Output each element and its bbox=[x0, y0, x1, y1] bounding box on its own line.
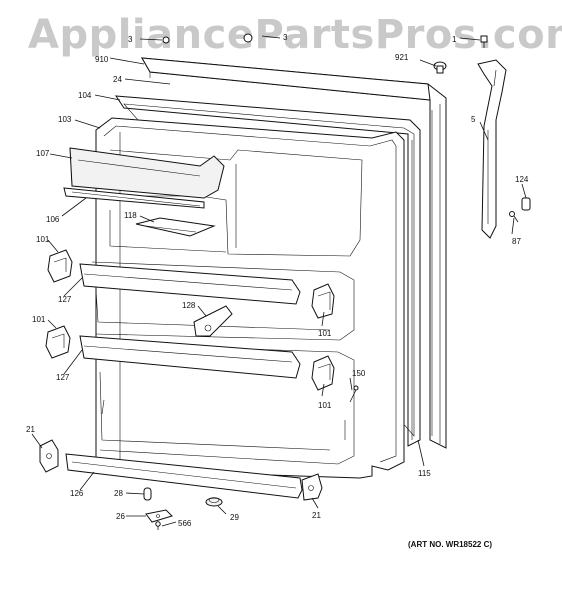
callout-126: 126 bbox=[70, 489, 84, 498]
art-number: (ART NO. WR18522 C) bbox=[408, 540, 493, 549]
screw-3-right bbox=[243, 33, 253, 43]
trim-end-cap-left bbox=[39, 439, 59, 473]
callout-101-upper-right: 101 bbox=[318, 329, 332, 338]
callout-104: 104 bbox=[78, 91, 92, 100]
callout-150: 150 bbox=[352, 369, 366, 378]
outer-door-panel bbox=[141, 57, 447, 449]
leader-lines bbox=[31, 35, 527, 527]
door-shelf-lower bbox=[79, 335, 301, 379]
handle-clip-124 bbox=[521, 197, 531, 211]
callout-21-right: 21 bbox=[312, 511, 321, 520]
screw-150 bbox=[349, 385, 359, 403]
door-stop-28 bbox=[143, 487, 152, 501]
shelf-end-cap-left-lower bbox=[45, 325, 71, 359]
callout-24: 24 bbox=[113, 75, 122, 84]
callout-566: 566 bbox=[178, 519, 192, 528]
bracket-26 bbox=[145, 509, 173, 523]
handle-screw-87 bbox=[509, 211, 519, 223]
shelf-end-cap-left-upper bbox=[47, 249, 73, 283]
egg-tray bbox=[135, 217, 216, 237]
callout-101-lower-right: 101 bbox=[318, 401, 332, 410]
callout-115: 115 bbox=[418, 469, 431, 478]
callout-128: 128 bbox=[182, 301, 196, 310]
callout-118: 118 bbox=[124, 211, 137, 220]
callout-28: 28 bbox=[114, 489, 123, 498]
callout-127-upper: 127 bbox=[58, 295, 72, 304]
screw-566 bbox=[155, 521, 161, 530]
callout-921: 921 bbox=[395, 53, 409, 62]
door-cap-921 bbox=[433, 61, 447, 74]
callout-124: 124 bbox=[515, 175, 529, 184]
bottom-door-trim bbox=[65, 453, 303, 499]
shelf-end-cap-right-upper bbox=[311, 283, 335, 319]
dairy-compartment bbox=[63, 147, 225, 209]
door-handle bbox=[477, 59, 507, 239]
shelf-end-cap-right-lower bbox=[311, 355, 335, 391]
callout-103: 103 bbox=[58, 115, 72, 124]
trim-end-cap-right bbox=[301, 473, 323, 501]
callout-101-lower-left: 101 bbox=[32, 315, 46, 324]
door-shelf-upper bbox=[79, 263, 301, 305]
plug-29 bbox=[205, 497, 223, 507]
watermark-logo: AppliancePartsPros.com bbox=[28, 12, 562, 58]
screw-3-left bbox=[162, 36, 170, 44]
callout-26: 26 bbox=[116, 512, 125, 521]
callout-3-left: 3 bbox=[128, 35, 133, 44]
callout-5: 5 bbox=[471, 115, 476, 124]
hinge-screw-1 bbox=[480, 35, 488, 48]
callout-127-lower: 127 bbox=[56, 373, 70, 382]
callout-101-upper-left: 101 bbox=[36, 235, 50, 244]
callout-29: 29 bbox=[230, 513, 239, 522]
callout-106: 106 bbox=[46, 215, 60, 224]
shelf-divider bbox=[193, 305, 233, 337]
callout-107: 107 bbox=[36, 149, 50, 158]
callout-21-left: 21 bbox=[26, 425, 35, 434]
callout-labels: 3 3 1 910 24 921 5 104 103 107 106 118 1… bbox=[26, 33, 529, 528]
callout-1: 1 bbox=[452, 35, 457, 44]
callout-87: 87 bbox=[512, 237, 521, 246]
callout-3-right: 3 bbox=[283, 33, 288, 42]
callout-910: 910 bbox=[95, 55, 109, 64]
